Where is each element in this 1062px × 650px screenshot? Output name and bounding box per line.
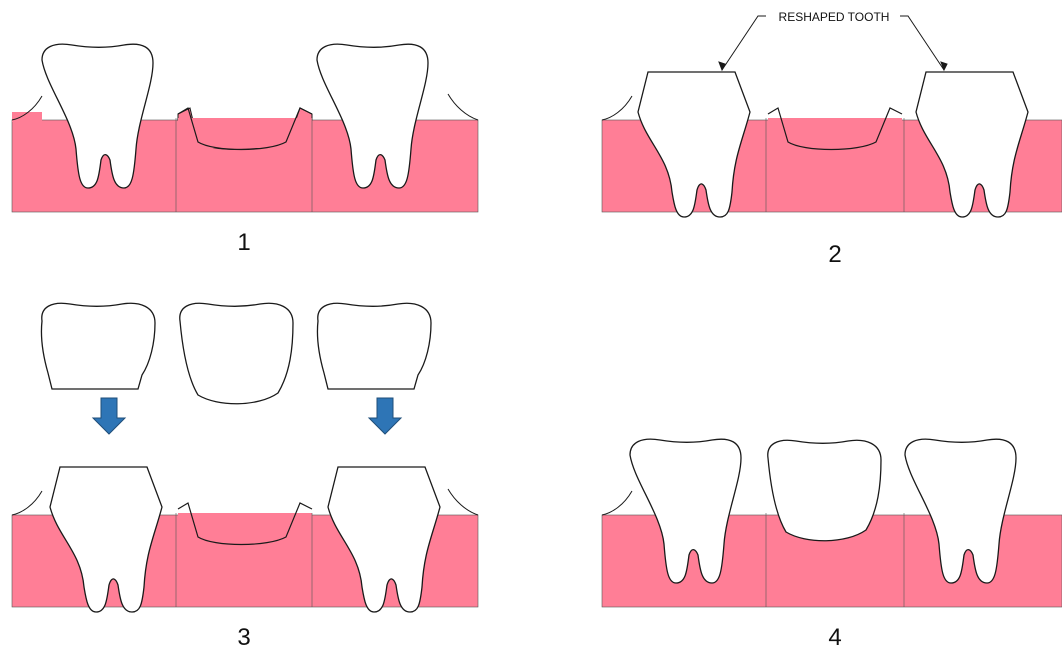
step-label-4: 4 [828, 624, 841, 650]
pontic [180, 303, 293, 404]
down-arrow-icon-right [369, 398, 401, 434]
panel-3: 3 [12, 303, 478, 650]
panel-1: 1 [12, 44, 478, 256]
crown-left [41, 303, 155, 389]
crown-right [317, 303, 431, 389]
panel-2: RESHAPED TOOTH 2 [602, 10, 1062, 268]
annotation-leaders [719, 16, 947, 70]
reshaped-tooth-annotation: RESHAPED TOOTH [779, 10, 890, 24]
down-arrow-icon-left [93, 398, 125, 434]
step-label-3: 3 [237, 624, 250, 650]
step-label-1: 1 [237, 229, 250, 256]
pontic-installed [768, 440, 881, 541]
step-label-2: 2 [828, 241, 841, 268]
panel-4: 4 [602, 439, 1062, 650]
